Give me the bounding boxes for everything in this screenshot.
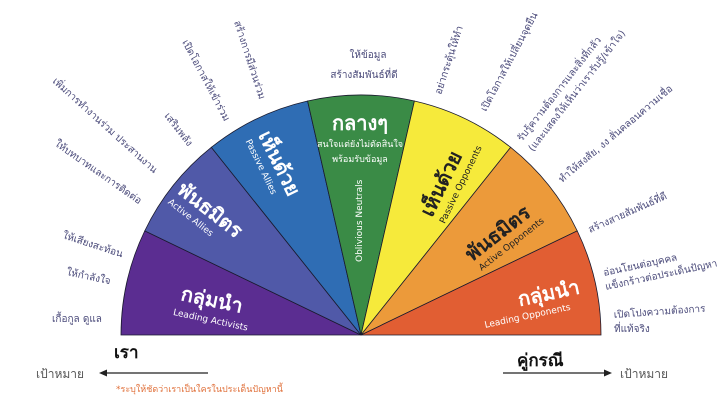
note-empower: เสริมพลัง (162, 111, 195, 149)
note-bond: สร้างสายสัมพันธ์ที่ดี (586, 188, 669, 235)
segment-sub-label: พร้อมรับข้อมูล (332, 154, 388, 165)
hint-text: *ระบุให้ชัดว่าเราเป็นใครในประเด็นปัญหานี… (116, 382, 284, 395)
wedge-passive-opponents (360, 100, 512, 336)
note-open-join: เปิดโอกาสให้เข้าร่วม (179, 37, 233, 123)
segment-sub-label: สนใจแต่ยังไม่ตัดสินใจ (317, 139, 403, 150)
wedge-leading-activists (120, 230, 362, 336)
us-label: เรา (114, 343, 139, 363)
segment-thai-label: กลางๆ (332, 111, 388, 135)
note-encourage: ให้กำลังใจ (65, 266, 112, 287)
wedge-leading-opponents (360, 230, 602, 336)
note-care: เกื้อกูล ดูแล (52, 311, 102, 325)
note-acknowledge: รับรู้ความต้องการและสิ่งที่กลัว (513, 33, 604, 144)
note-cooperate: เพิ่มการทำงานร่วม ประสานงาน (50, 74, 161, 176)
note-open-change: เปิดโอกาสให้เปลี่ยนจุดยืน (476, 9, 540, 113)
note-dont-provoke: อย่ากระตุ้นให้ทำ (432, 24, 465, 96)
opponent-label: คู่กรณี (517, 350, 564, 372)
segment-oblivious-neutrals: กลางๆ สนใจแต่ยังไม่ตัดสินใจ พร้อมรับข้อม… (317, 111, 403, 262)
note-info: ให้ข้อมูล (349, 49, 386, 61)
wedge-passive-allies (210, 100, 362, 336)
arrow-right-icon (503, 369, 612, 377)
semicircle-wedges (120, 94, 602, 336)
note-voice: ให้เสียงสะท้อน (61, 229, 124, 260)
target-right-label: เป้าหมาย (620, 367, 668, 381)
arrow-left-icon (99, 369, 208, 377)
note-reveal-detail: ที่แท้จริง (614, 321, 650, 335)
note-relationship: สร้างสัมพันธ์ที่ดี (330, 67, 397, 81)
segment-english-label: Oblivious Neutrals (355, 179, 365, 262)
wedge-oblivious-neutrals (307, 94, 415, 336)
wedge-active-allies (144, 146, 362, 336)
note-participate: สร้างการมีส่วนร่วม (231, 19, 268, 100)
note-reveal: เปิดโปงความต้องการ (613, 302, 706, 321)
wedge-active-opponents (360, 146, 578, 336)
target-left-label: เป้าหมาย (36, 367, 84, 381)
